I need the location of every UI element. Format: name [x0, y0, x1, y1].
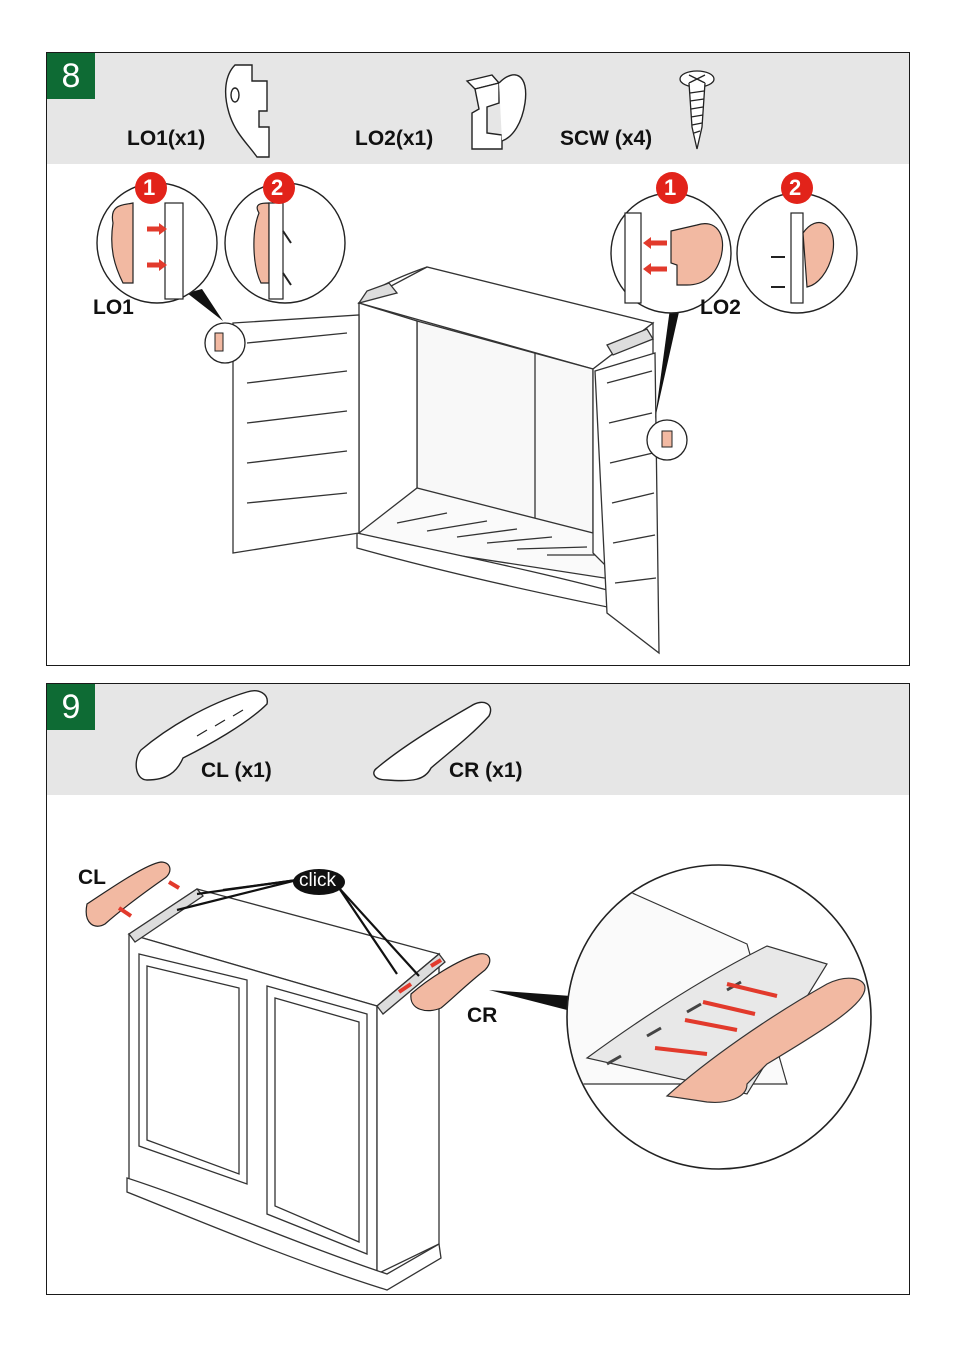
part-label-lo2: LO2(x1) — [355, 127, 434, 150]
cr-cap — [410, 953, 491, 1012]
step-circle-lo2-1 — [656, 172, 688, 204]
step-circle-lo1-1 — [135, 172, 167, 204]
step-9-panel: 9 CL (x1) CR (x1) — [46, 683, 910, 1295]
step-9-illustration — [85, 690, 872, 1291]
step-circle-lo1-2 — [263, 172, 295, 204]
step-8-illustration — [96, 64, 858, 655]
lo2-part-icon — [465, 74, 527, 150]
step-circle-label: 1 — [143, 175, 156, 200]
callout-pointer-left — [187, 289, 223, 321]
step-circle-label: 2 — [789, 175, 802, 200]
cr-part-icon — [373, 701, 492, 782]
label-cr: CR — [467, 1004, 498, 1027]
callout-pointer-cr — [489, 990, 571, 1010]
cabinet-open — [232, 266, 660, 655]
part-label-cl: CL (x1) — [201, 759, 272, 782]
step-circle-label: 2 — [271, 175, 284, 200]
callout-label-lo1: LO1 — [93, 296, 134, 319]
part-label-cr: CR (x1) — [449, 759, 523, 782]
step-8-panel: 8 LO1(x1) LO2(x1) SCW (x4) — [46, 52, 910, 666]
callout-pointer-right — [655, 301, 681, 419]
label-cl: CL — [78, 866, 106, 889]
detail-marker-left — [204, 322, 246, 364]
click-bubble — [293, 869, 345, 895]
step-circle-label: 1 — [664, 175, 677, 200]
callout-label-lo2: LO2 — [700, 296, 741, 319]
cl-part-icon — [135, 690, 268, 781]
lo1-part-icon — [224, 64, 270, 158]
part-label-lo1: LO1(x1) — [127, 127, 206, 150]
cabinet-closed — [126, 888, 446, 1291]
step-number: 8 — [47, 53, 95, 99]
screw-icon — [679, 70, 715, 150]
part-label-scw: SCW (x4) — [560, 127, 653, 150]
step-circle-lo2-2 — [781, 172, 813, 204]
detail-lo1-step1 — [96, 182, 218, 304]
detail-lo2-step2 — [736, 192, 858, 314]
cl-cap — [85, 861, 171, 927]
detail-lo1-step2 — [224, 182, 346, 304]
click-label: click — [299, 870, 336, 891]
detail-lo2-step1 — [610, 192, 732, 314]
step-number: 9 — [47, 684, 95, 730]
detail-cr-closeup — [566, 864, 872, 1170]
